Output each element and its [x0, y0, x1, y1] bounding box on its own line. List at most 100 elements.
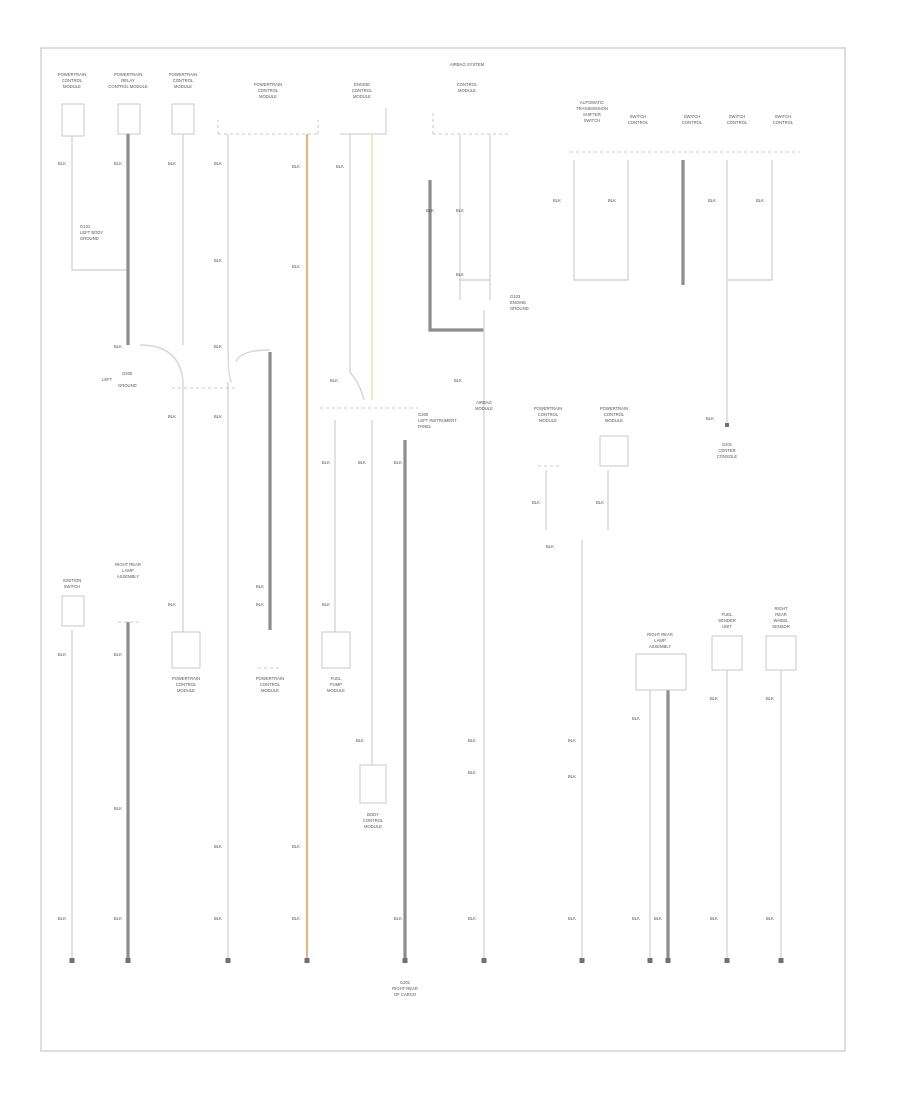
- ground-symbol: [579, 958, 585, 963]
- top-label-t1-2: CONTROL: [62, 78, 83, 83]
- mid-label-4a: G300: [418, 412, 429, 417]
- connector-t5: [340, 108, 387, 135]
- wire-color-label: BLK: [336, 164, 344, 169]
- top-label-t4-3: MODULE: [259, 94, 277, 99]
- ground-symbol: [778, 958, 784, 963]
- comp-c10-box: [711, 635, 743, 671]
- wire-7: [349, 134, 365, 401]
- connector-t1: [61, 103, 85, 137]
- wire-color-label: BLK: [553, 198, 561, 203]
- wire-color-label: BLK: [292, 916, 300, 921]
- comp-c8-box: [599, 435, 629, 467]
- top-connectors: [61, 103, 800, 153]
- mid-label-1a: G101: [80, 224, 91, 229]
- top-label-t1-3: MODULE: [63, 84, 81, 89]
- wire-19: [545, 470, 609, 960]
- mid-label-3b: ENGINE: [510, 300, 526, 305]
- wire-color-label: BLK: [654, 916, 662, 921]
- wire-color-label: BLK: [632, 916, 640, 921]
- top-label-t2-2: RELAY: [121, 78, 135, 83]
- top-label-t2-1: POWERTRAIN: [114, 72, 142, 77]
- wire-color-label: BLK: [766, 916, 774, 921]
- comp-c6-box: [359, 764, 387, 804]
- wire-color-label: BLK: [394, 916, 402, 921]
- comp-c5-l3: MODULE: [327, 688, 345, 693]
- wire-1: [71, 136, 128, 271]
- mid-label-2a: G200: [122, 371, 133, 376]
- wire-color-label: BLK: [426, 208, 434, 213]
- top-label-t5-2: CONTROL: [352, 88, 373, 93]
- comp-c4-l2: CONTROL: [260, 682, 281, 687]
- ground-symbol: [647, 958, 653, 963]
- wire-color-label: BLK: [710, 916, 718, 921]
- comp-c11-l2: REAR: [775, 612, 787, 617]
- mid-label-2c: GROUND: [118, 383, 137, 388]
- wire-color-label: BLK: [532, 500, 540, 505]
- wire-color-label: BLK: [58, 161, 66, 166]
- comp-c2-l1: RIGHT REAR: [115, 562, 141, 567]
- wire-color-label: BLK: [756, 198, 764, 203]
- wire-color-label: BLK: [568, 916, 576, 921]
- comp-c8-l1: POWERTRAIN: [600, 406, 628, 411]
- wire-color-label: BLK: [468, 916, 476, 921]
- comp-c9-l3: ASSEMBLY: [649, 644, 671, 649]
- top-label-t3-1: POWERTRAIN: [169, 72, 197, 77]
- comp-c10-l2: SENDER: [718, 618, 735, 623]
- mid-label-1b: LEFT BODY: [80, 230, 103, 235]
- top-component-labels: POWERTRAIN CONTROL MODULE POWERTRAIN REL…: [58, 62, 794, 125]
- comp-c8-l2: CONTROL: [604, 412, 625, 417]
- comp-c2-l2: LAMP: [122, 568, 134, 573]
- ground-symbol: [665, 958, 671, 963]
- wires: [71, 134, 782, 960]
- comp-c4-l1: POWERTRAIN: [256, 676, 284, 681]
- comp-c3-l3: MODULE: [177, 688, 195, 693]
- mid-label-4b: LEFT INSTRUMENT: [418, 418, 457, 423]
- comp-c5-box: [321, 631, 351, 669]
- top-label-t4-2: CONTROL: [258, 88, 279, 93]
- ground-caption-1: G301: [400, 980, 411, 985]
- wire-16: [726, 160, 773, 425]
- components: IGNITION SWITCH RIGHT REAR LAMP ASSEMBLY…: [61, 406, 797, 829]
- wire-color-label: BLK: [456, 272, 464, 277]
- top-label-t6-1: AIRBAG SYSTEM: [450, 62, 485, 67]
- comp-c11-l4: SENSOR: [772, 624, 790, 629]
- wire-color-label: BLK: [58, 652, 66, 657]
- top-label-t7-1: AUTOMATIC: [580, 100, 604, 105]
- mid-label-5c: CONSOLE: [717, 454, 738, 459]
- mid-label-4c: PANEL: [418, 424, 432, 429]
- comp-c1-l1: IGNITION: [63, 578, 82, 583]
- wire-color-label: BLK: [608, 198, 616, 203]
- wire-color-label: BLK: [546, 544, 554, 549]
- comp-c10-l1: FUEL: [722, 612, 733, 617]
- ground-symbol: [724, 958, 730, 963]
- mid-label-5b: CENTER: [718, 448, 735, 453]
- wire-color-label: BLK: [358, 460, 366, 465]
- comp-c3-l1: POWERTRAIN: [172, 676, 200, 681]
- ground-symbol: [225, 958, 231, 963]
- wire-color-label: BLK: [708, 198, 716, 203]
- ground-symbol: [69, 958, 75, 963]
- ground-symbol: [481, 958, 487, 963]
- wire-color-label: BLK: [596, 500, 604, 505]
- comp-c6-l2: CONTROL: [363, 818, 384, 823]
- wire-11: [428, 180, 484, 332]
- comp-c5-l1: FUEL: [331, 676, 342, 681]
- wire-color-label: BLK: [568, 738, 576, 743]
- top-label-t8-2: CONTROL: [628, 120, 649, 125]
- comp-c11-l1: RIGHT: [774, 606, 787, 611]
- wire-color-label: BLK: [454, 378, 462, 383]
- wire-color-label: BLK: [456, 208, 464, 213]
- mid-label-1c: GROUND: [80, 236, 99, 241]
- wire-color-label: BLK: [256, 602, 264, 607]
- top-label-t3-2: CONTROL: [173, 78, 194, 83]
- wire-color-label: BLK: [214, 161, 222, 166]
- wire-color-label: BLK: [214, 258, 222, 263]
- wire-color-label: BLK: [568, 774, 576, 779]
- top-label-t10-2: CONTROL: [727, 120, 748, 125]
- wire-color-label: BLK: [168, 161, 176, 166]
- ground-symbol: [402, 958, 408, 963]
- comp-c9-l2: LAMP: [654, 638, 666, 643]
- connector-t2: [117, 103, 141, 135]
- wire-color-label: BLK: [394, 460, 402, 465]
- connector-t3: [171, 103, 195, 135]
